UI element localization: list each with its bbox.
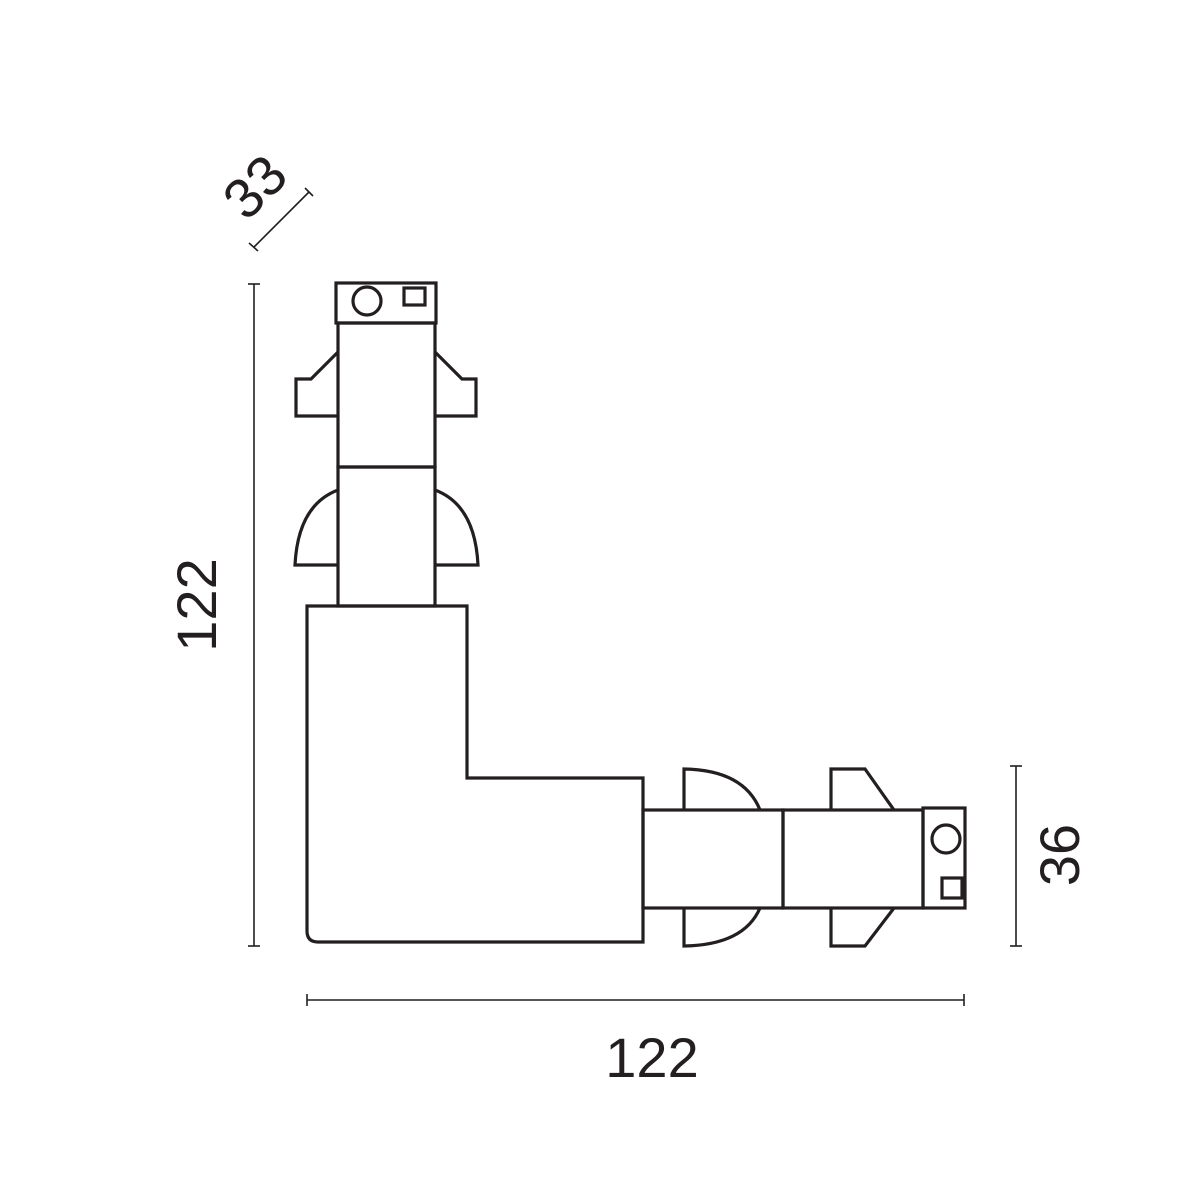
right-inner-segment	[641, 808, 785, 910]
width-dimension-label: 122	[605, 1026, 698, 1089]
depth-dimension-tick-a	[248, 242, 259, 252]
top-upper-segment	[336, 321, 437, 469]
depth-dimension-line	[253, 191, 310, 248]
height-dimension-label: 122	[165, 558, 228, 651]
right-end-cap	[921, 806, 967, 910]
vertical-arm	[293, 281, 480, 608]
top-left-angular-tab	[294, 350, 340, 418]
top-lower-segment	[336, 465, 437, 608]
right-upper-angular-tab	[829, 767, 896, 811]
depth-dimension-tick-b	[304, 187, 314, 197]
l-body-outline	[305, 604, 645, 944]
height-dimension: 122	[165, 283, 260, 947]
right-upper-rounded-tab	[682, 767, 762, 811]
top-left-rounded-tab	[293, 488, 339, 567]
profile-height-dimension-label: 36	[1028, 824, 1091, 886]
right-outer-segment	[781, 808, 925, 910]
horizontal-arm	[641, 767, 967, 948]
right-contact-square	[940, 876, 964, 900]
right-contact-circle	[930, 823, 962, 855]
top-contact-square	[402, 286, 427, 307]
right-lower-angular-tab	[829, 907, 896, 948]
top-contact-circle	[351, 285, 383, 317]
depth-dimension-label: 33	[210, 142, 299, 231]
right-lower-rounded-tab	[682, 907, 762, 948]
width-dimension: 122	[306, 994, 965, 1089]
depth-dimension: 33	[210, 142, 314, 252]
top-right-angular-tab	[433, 350, 478, 418]
top-right-rounded-tab	[434, 488, 480, 567]
profile-height-dimension: 36	[1010, 765, 1091, 947]
